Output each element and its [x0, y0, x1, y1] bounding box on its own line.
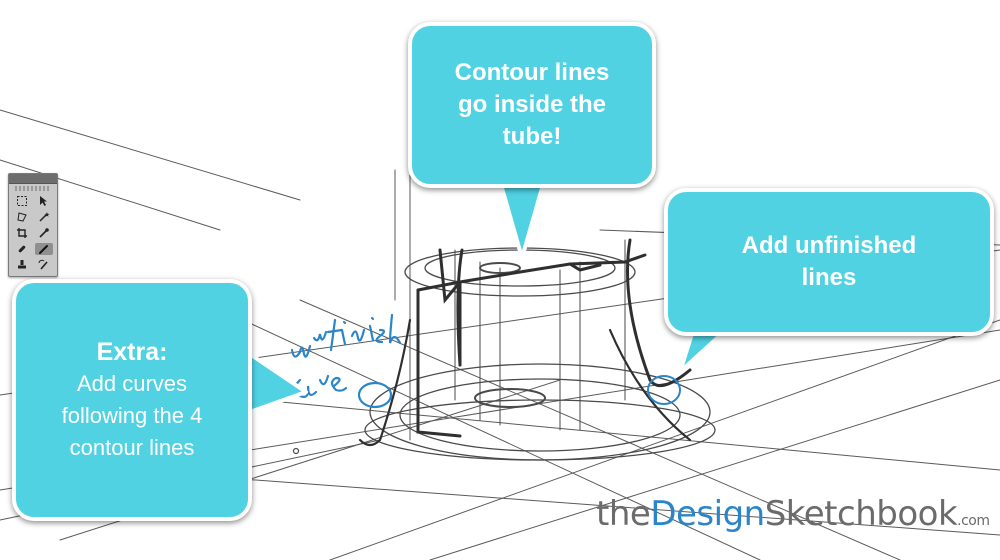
- panel-title-bar[interactable]: [9, 174, 57, 184]
- watermark-name: Sketchbook: [764, 494, 958, 534]
- handwritten-ellipse: [647, 375, 681, 405]
- callout-left-title: Extra:: [96, 338, 168, 366]
- callout-right-line-1: Add unfinished: [741, 232, 917, 259]
- stamp-icon[interactable]: [13, 259, 32, 271]
- lasso-icon[interactable]: [13, 211, 32, 223]
- watermark-accent: Design: [650, 494, 765, 534]
- base-ellipses: [364, 363, 716, 461]
- cursor-dot: [292, 447, 300, 455]
- callout-top-line-1: Contour lines: [454, 59, 610, 86]
- healing-brush-icon[interactable]: [13, 243, 32, 255]
- magic-wand-icon[interactable]: [35, 211, 54, 223]
- callout-left-line-1: Add curves: [76, 371, 188, 396]
- eyedropper-icon[interactable]: [35, 227, 54, 239]
- callout-extra-curves: Extra: Add curves following the 4 contou…: [12, 279, 252, 521]
- callout-right-line-2: lines: [801, 264, 857, 291]
- history-brush-icon[interactable]: [35, 259, 54, 271]
- panel-grip[interactable]: [15, 186, 51, 191]
- marquee-icon[interactable]: [13, 195, 32, 207]
- callout-left-line-2: following the 4: [61, 403, 203, 428]
- watermark-prefix: the: [596, 494, 651, 534]
- watermark-suffix: .com: [957, 513, 990, 529]
- crop-icon[interactable]: [13, 227, 32, 239]
- callout-contour-inside: Contour lines go inside the tube!: [408, 22, 656, 188]
- contour-box: [358, 238, 692, 447]
- move-icon[interactable]: [35, 195, 54, 207]
- callout-left-line-3: contour lines: [69, 435, 195, 460]
- callout-unfinished-lines: Add unfinished lines: [664, 188, 994, 336]
- brush-icon[interactable]: [34, 243, 53, 255]
- site-watermark: theDesignSketchbook.com: [596, 494, 990, 534]
- tools-panel[interactable]: [8, 173, 58, 277]
- callout-top-line-3: tube!: [502, 123, 562, 150]
- callout-top-line-2: go inside the: [457, 91, 606, 118]
